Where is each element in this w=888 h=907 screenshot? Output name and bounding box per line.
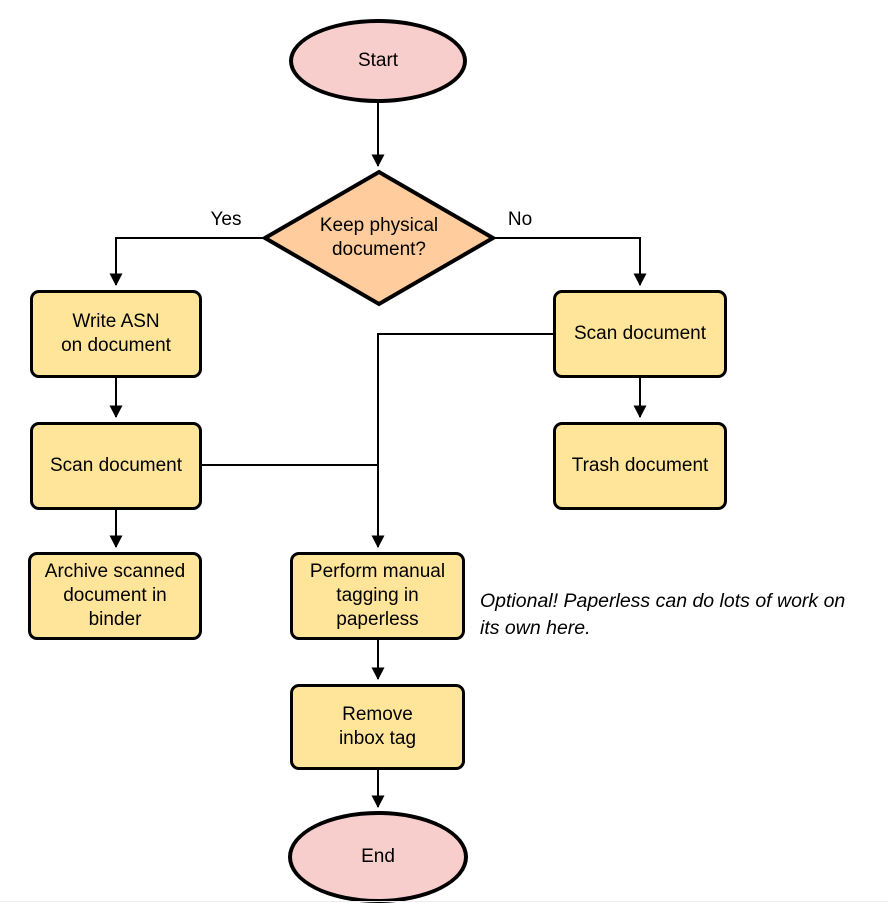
- node-trash-document-label: Trash document: [571, 455, 709, 476]
- node-scan-document-right-label: Scan document: [573, 323, 707, 344]
- node-manual-tagging-line1: Perform manual: [309, 561, 446, 582]
- edge-label-yes: Yes: [210, 209, 242, 230]
- node-archive-binder-line3: binder: [88, 609, 142, 630]
- node-archive-binder-line2: document in: [63, 585, 167, 606]
- node-write-asn-line1: Write ASN: [72, 311, 160, 332]
- node-decision-label-line2: document?: [331, 239, 426, 260]
- node-write-asn: Write ASN on document: [30, 290, 202, 378]
- edge-label-no: No: [507, 209, 533, 230]
- decision-diamond-shape: [261, 169, 497, 307]
- edge-decision-to-write-asn: [109, 237, 263, 286]
- node-scan-document-left-label: Scan document: [49, 455, 183, 476]
- annotation-line2: its own here.: [480, 617, 591, 639]
- annotation-optional-paperless: Optional! Paperless can do lots of work …: [480, 588, 888, 642]
- node-write-asn-line2: on document: [61, 335, 171, 356]
- node-scan-document-right: Scan document: [553, 290, 727, 378]
- node-manual-tagging-line3: paperless: [336, 609, 419, 630]
- bottom-hairline: [0, 901, 888, 902]
- annotation-line1: Optional! Paperless can do lots of work …: [480, 590, 846, 612]
- node-remove-inbox-tag-line1: Remove: [342, 704, 413, 725]
- node-archive-binder: Archive scanned document in binder: [28, 552, 202, 640]
- node-scan-document-left: Scan document: [30, 422, 202, 510]
- node-manual-tagging-line2: tagging in: [336, 585, 419, 606]
- edge-decision-to-scan-right: [495, 237, 647, 286]
- node-manual-tagging: Perform manual tagging in paperless: [290, 552, 465, 640]
- node-trash-document: Trash document: [553, 422, 727, 510]
- node-remove-inbox-tag-line2: inbox tag: [338, 728, 417, 749]
- node-start: Start: [289, 19, 467, 103]
- node-end: End: [288, 811, 468, 903]
- node-start-label: Start: [357, 50, 399, 71]
- node-decision-label-line1: Keep physical: [319, 215, 439, 236]
- edge-scan-right-to-tagging: [371, 333, 553, 548]
- node-archive-binder-line1: Archive scanned: [44, 561, 186, 582]
- node-end-label: End: [361, 846, 395, 867]
- node-decision: Keep physical document?: [265, 172, 493, 304]
- node-remove-inbox-tag: Remove inbox tag: [290, 684, 465, 770]
